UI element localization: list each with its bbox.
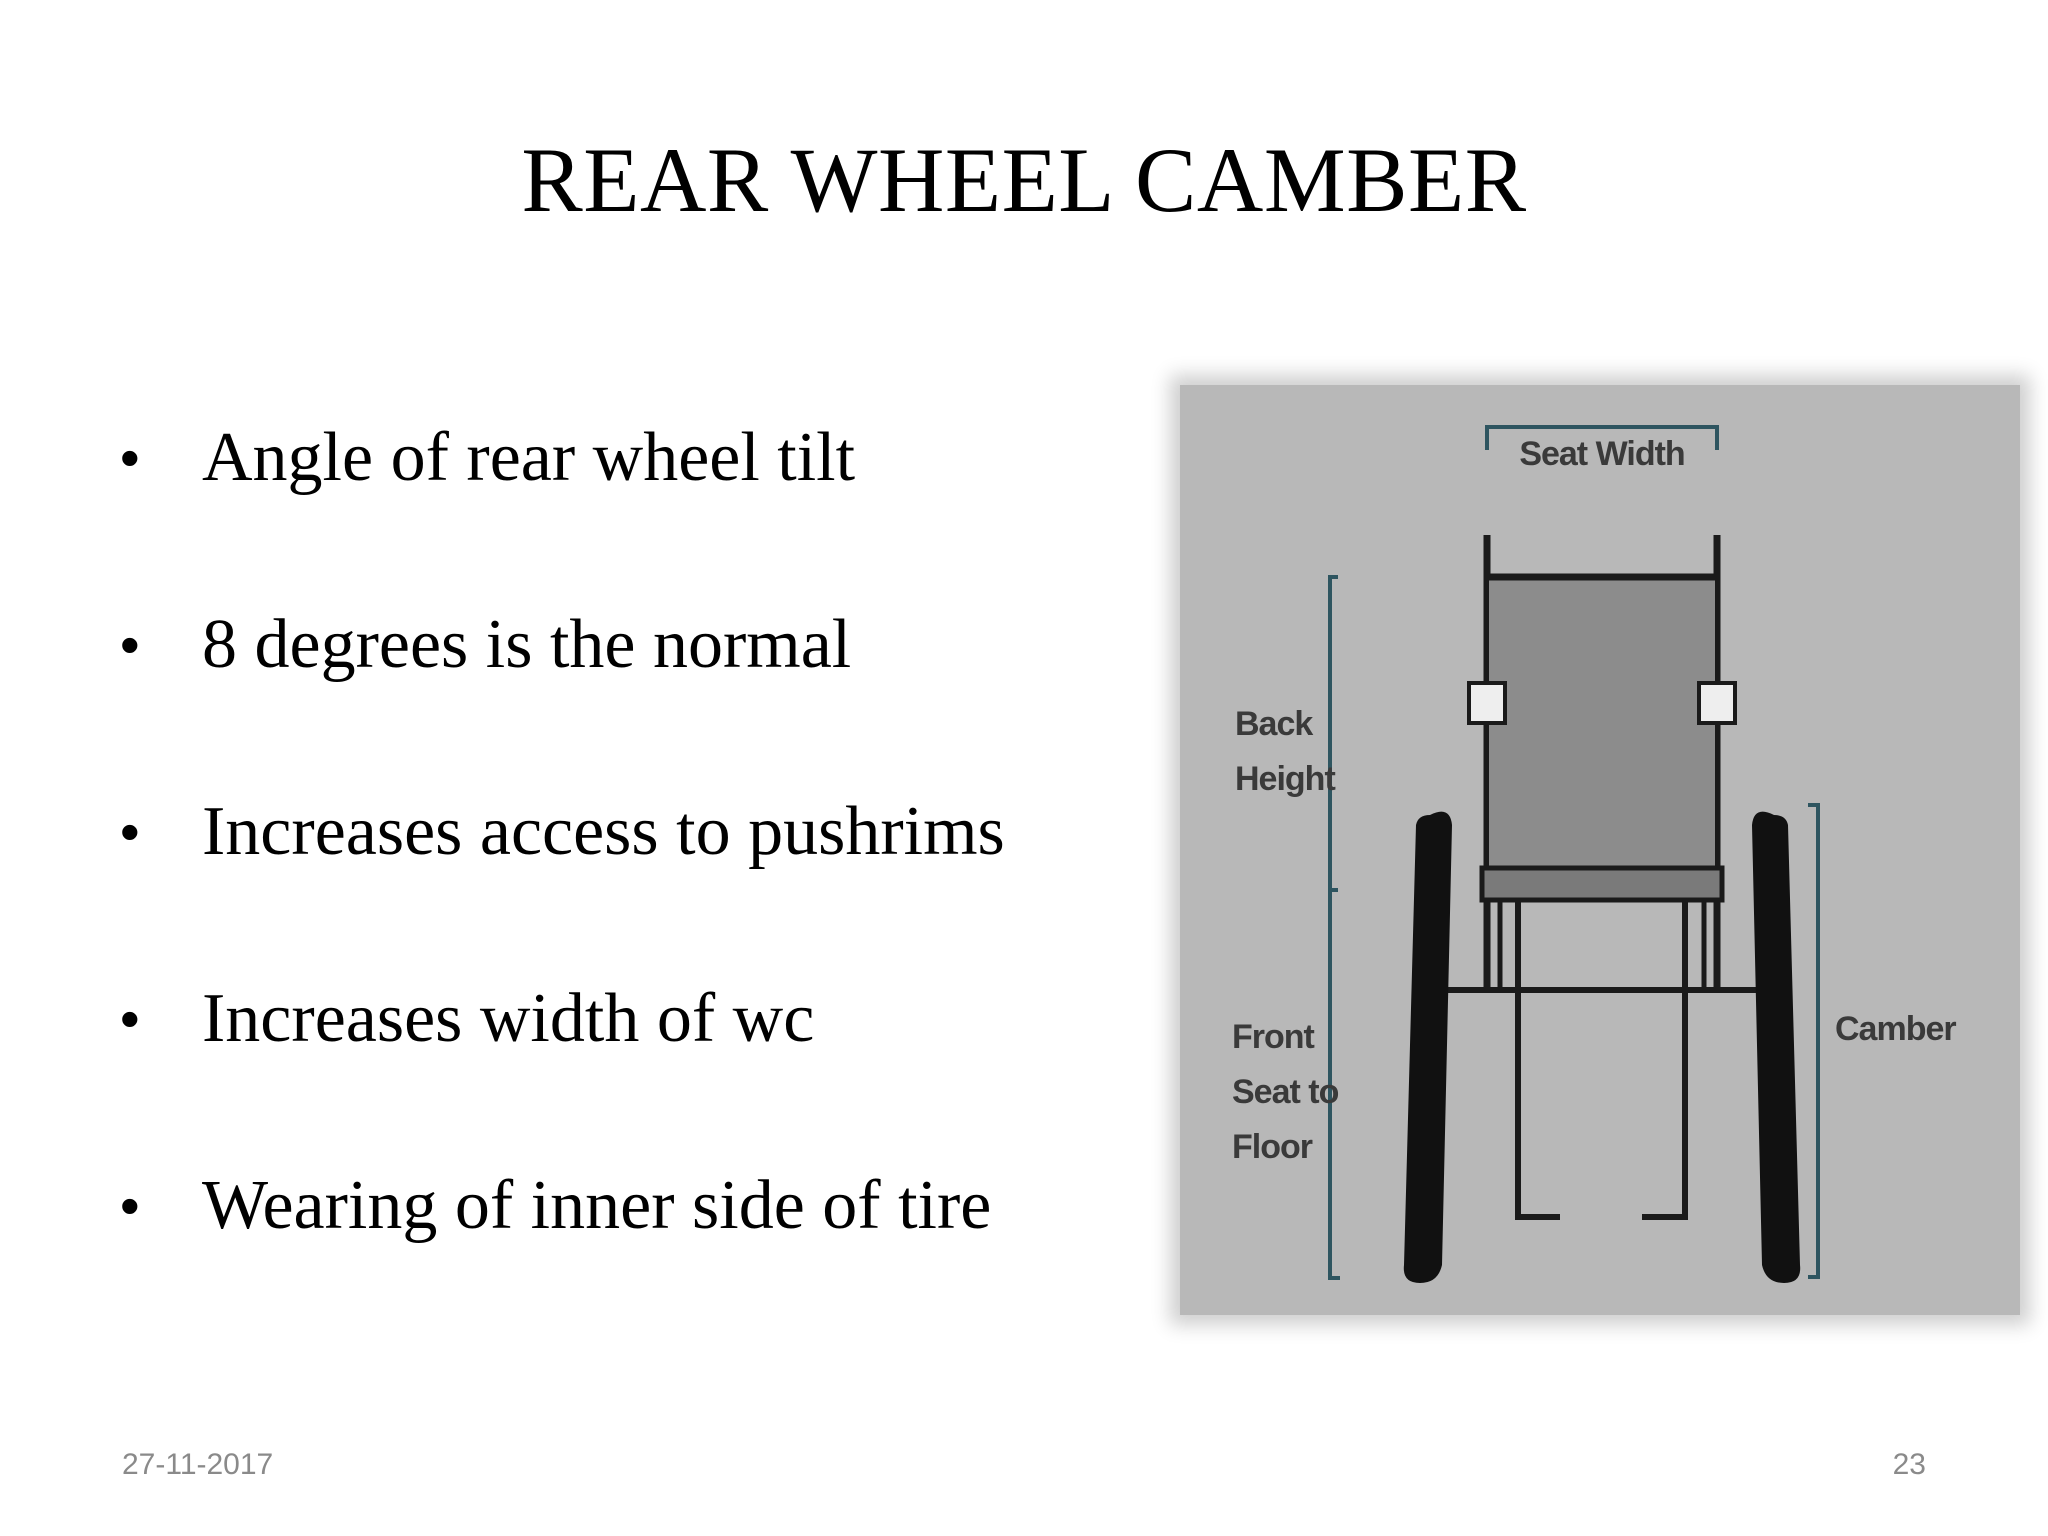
front-seat-label-line1: Front (1232, 1018, 1315, 1056)
bullet-dot-icon: • (120, 800, 140, 863)
bullet-text: Angle of rear wheel tilt (202, 419, 856, 496)
bullet-dot-icon: • (120, 1174, 140, 1237)
bullet-item: • 8 degrees is the normal (120, 597, 1005, 784)
seat-width-label: Seat Width (1519, 435, 1684, 473)
bullet-list: • Angle of rear wheel tilt • 8 degrees i… (120, 410, 1005, 1345)
bullet-text: 8 degrees is the normal (202, 606, 852, 683)
front-seat-to-floor-bracket (1328, 888, 1340, 1280)
footer-date: 27-11-2017 (122, 1448, 274, 1481)
right-armrest-block (1697, 681, 1737, 725)
bullet-item: • Wearing of inner side of tire (120, 1158, 1005, 1345)
front-seat-label-line3: Floor (1232, 1128, 1313, 1166)
wheelchair-diagram-svg: Seat Width Back Height Front Seat to Flo… (1232, 425, 1957, 1283)
left-armrest-block (1467, 681, 1507, 725)
wheelchair-frame (1403, 535, 1801, 1283)
left-rear-wheel (1403, 811, 1452, 1283)
camber-bracket (1808, 803, 1820, 1279)
seat-width-bracket (1485, 425, 1719, 450)
front-seat-label-line2: Seat to (1232, 1073, 1339, 1111)
back-height-label-line1: Back (1235, 705, 1313, 743)
page-number: 23 (1892, 1448, 1926, 1481)
wheelchair-diagram: Seat Width Back Height Front Seat to Flo… (1180, 385, 2020, 1315)
right-rear-wheel (1752, 811, 1801, 1283)
bullet-text: Wearing of inner side of tire (202, 1167, 992, 1244)
backrest (1485, 575, 1719, 879)
bullet-text: Increases width of wc (202, 980, 815, 1057)
camber-label: Camber (1835, 1010, 1956, 1048)
bullet-dot-icon: • (120, 426, 140, 489)
bullet-dot-icon: • (120, 613, 140, 676)
slide-title: REAR WHEEL CAMBER (521, 129, 1527, 231)
bullet-text: Increases access to pushrims (202, 793, 1005, 870)
bullet-item: • Angle of rear wheel tilt (120, 410, 1005, 597)
back-height-bracket (1328, 575, 1338, 892)
bullet-item: • Increases width of wc (120, 971, 1005, 1158)
bullet-item: • Increases access to pushrims (120, 784, 1005, 971)
back-height-label-line2: Height (1235, 760, 1335, 798)
seat-cushion (1479, 865, 1725, 903)
bullet-dot-icon: • (120, 987, 140, 1050)
